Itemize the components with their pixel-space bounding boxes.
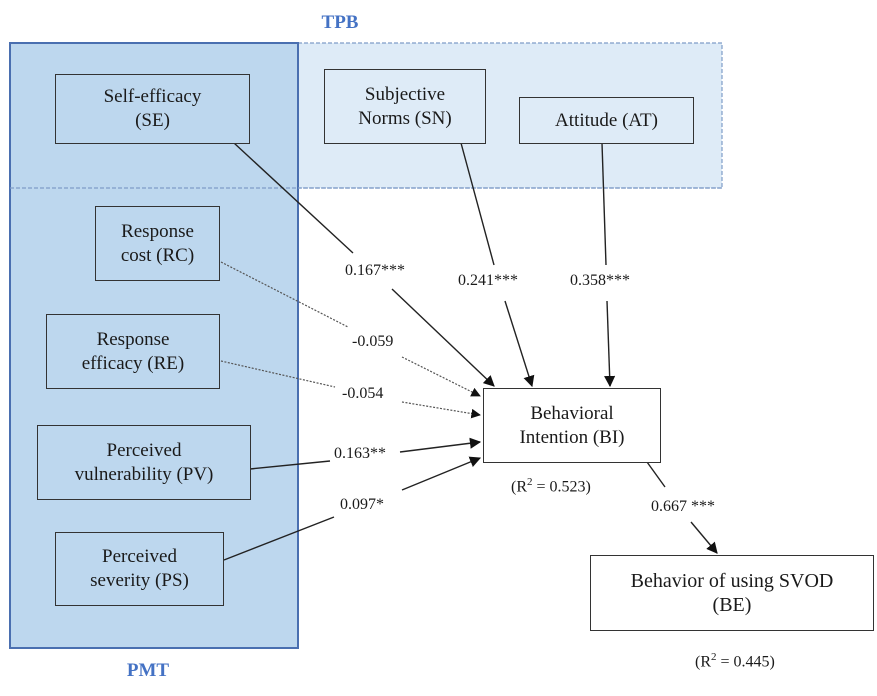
coef-bi-be: 0.667 *** — [651, 498, 715, 515]
edge-ps-bi-a — [223, 516, 335, 561]
edge-pv-bi-a — [249, 460, 331, 470]
edge-se-bi-b — [391, 288, 495, 387]
coef-sn-bi: 0.241*** — [458, 272, 518, 289]
node-perceived-severity: Perceived severity (PS) — [55, 532, 224, 606]
be-r2-value: = 0.445) — [716, 653, 775, 671]
node-perceived-vulnerability: Perceived vulnerability (PV) — [37, 425, 251, 500]
tpb-title: TPB — [321, 12, 359, 33]
coef-pv-bi: 0.163** — [334, 445, 386, 462]
bi-r-squared: (R2 = 0.523) — [511, 476, 591, 496]
node-response-efficacy-label: Response efficacy (RE) — [81, 328, 185, 374]
edge-re-bi-a — [220, 360, 336, 388]
bi-r2-sup: 2 — [527, 476, 533, 488]
edge-bi-be-a — [646, 461, 666, 488]
bi-r2-prefix: (R — [511, 478, 527, 496]
node-subjective-norms: Subjective Norms (SN) — [324, 69, 486, 144]
bi-r2-value: = 0.523) — [532, 478, 591, 496]
edge-sn-bi-b — [504, 300, 535, 388]
node-response-cost-label: Response cost (RC) — [120, 220, 195, 266]
edge-at-bi-a — [601, 142, 607, 266]
node-self-efficacy-label: Self-efficacy (SE) — [103, 86, 202, 131]
node-response-cost: Response cost (RC) — [95, 206, 220, 281]
coef-ps-bi: 0.097* — [340, 496, 384, 513]
edge-sn-bi-a — [460, 142, 495, 266]
edge-se-bi-a — [233, 142, 354, 254]
coef-rc-bi: -0.059 — [352, 333, 394, 350]
node-behavior-svod: Behavior of using SVOD (BE) — [590, 555, 874, 631]
edge-ps-bi-b — [401, 456, 482, 491]
coef-re-bi: -0.054 — [342, 385, 384, 402]
node-self-efficacy: Self-efficacy (SE) — [55, 74, 250, 144]
coef-at-bi: 0.358*** — [570, 272, 630, 289]
node-behavior-svod-label: Behavior of using SVOD (BE) — [630, 570, 834, 616]
node-attitude-label: Attitude (AT) — [555, 109, 658, 131]
edge-at-bi-b — [604, 300, 616, 388]
node-behavioral-intention: Behavioral Intention (BI) — [483, 388, 661, 463]
coef-se-bi: 0.167*** — [345, 262, 405, 279]
node-perceived-vulnerability-label: Perceived vulnerability (PV) — [74, 439, 214, 485]
node-attitude: Attitude (AT) — [519, 97, 694, 144]
node-subjective-norms-label: Subjective Norms (SN) — [358, 83, 452, 129]
be-r2-sup: 2 — [711, 651, 717, 663]
edge-rc-bi-b — [401, 356, 481, 397]
node-perceived-severity-label: Perceived severity (PS) — [90, 546, 189, 591]
node-response-efficacy: Response efficacy (RE) — [46, 314, 220, 389]
be-r2-prefix: (R — [695, 653, 711, 671]
edge-bi-be-b — [690, 521, 718, 554]
pmt-title: PMT — [126, 660, 170, 681]
edge-re-bi-b — [401, 401, 481, 419]
edge-rc-bi-a — [220, 261, 349, 328]
be-r-squared: (R2 = 0.445) — [695, 651, 775, 671]
node-behavioral-intention-label: Behavioral Intention (BI) — [519, 402, 625, 448]
edge-pv-bi-b — [399, 437, 482, 453]
